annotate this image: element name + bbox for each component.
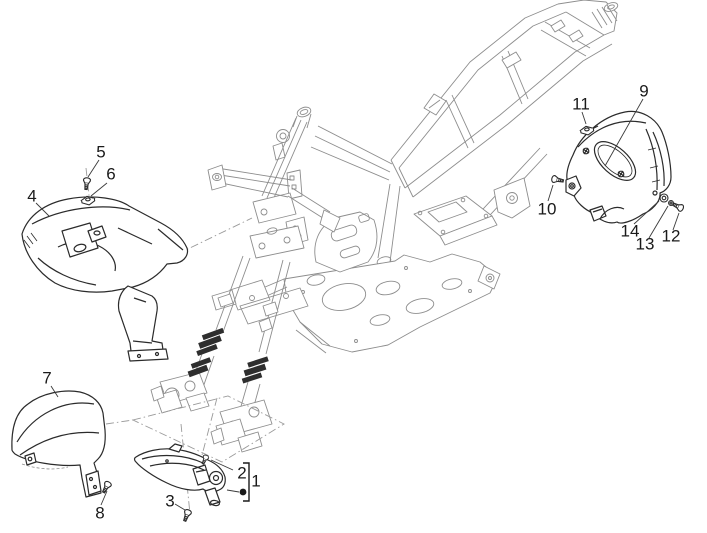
washer-13 [668,200,674,206]
fork-slider-bands [187,327,269,384]
callout-leader-lines [35,98,680,511]
scooter-frame-art [150,0,619,453]
callout-label-8: 8 [95,503,105,523]
group-bullet [239,488,247,496]
screw-5 [81,176,92,191]
callout-label-7: 7 [42,368,52,388]
callout-label-10: 10 [537,199,557,219]
callout-label-5: 5 [96,142,106,162]
screw-3 [180,508,193,523]
callout-label-9: 9 [639,81,649,101]
part-7-front-fender [11,390,106,498]
callout-label-14: 14 [620,221,640,241]
washer-14 [659,193,669,203]
callout-label-13: 13 [635,234,655,254]
callout-label-4: 4 [27,186,37,206]
fasteners [80,124,686,523]
screw-10 [550,174,565,185]
callout-label-1: 1 [251,471,261,491]
callout-label-11: 11 [572,94,590,114]
part-9-rear-fender [565,110,672,224]
part-4-inner-mudguard [21,196,189,362]
group-bracket-1 [239,462,250,502]
callout-label-6: 6 [106,164,116,184]
callout-label-3: 3 [165,491,175,511]
part-1-lower-fender [133,443,226,507]
callout-label-12: 12 [661,226,681,246]
callout-label-2: 2 [237,463,247,483]
